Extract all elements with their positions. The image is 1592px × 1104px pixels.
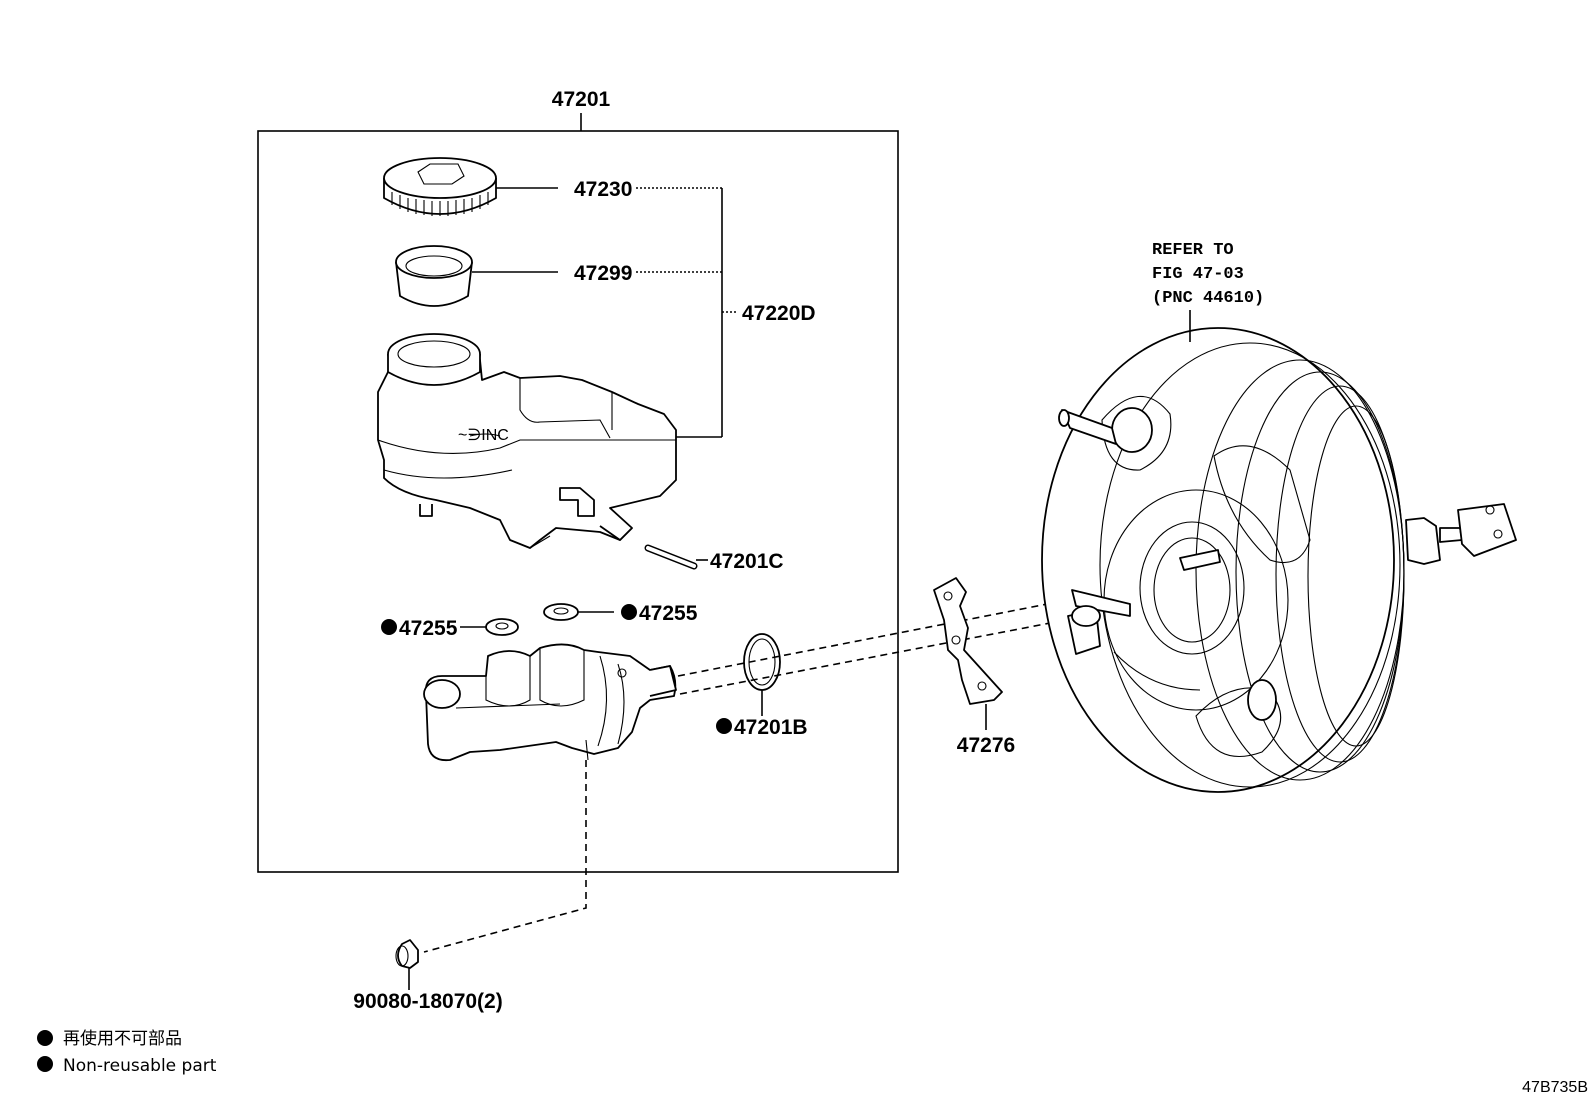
strainer-label[interactable]: 47299 (574, 262, 632, 285)
assembly-label[interactable]: 47201 (552, 88, 611, 111)
legend: 再使用不可部品 Non-reusable part (37, 1028, 217, 1076)
grommet-left-label[interactable]: 47255 (399, 617, 458, 640)
brake-booster-part[interactable] (1041, 327, 1517, 793)
grommet-right-label[interactable]: 47255 (639, 602, 698, 625)
cap-label[interactable]: 47230 (574, 178, 632, 201)
reservoir-part[interactable]: ~∋INC (377, 333, 677, 549)
legend-english: Non-reusable part (63, 1056, 217, 1076)
plug-part[interactable] (395, 939, 419, 969)
gasket-part[interactable] (933, 577, 1003, 705)
master-cylinder-part[interactable] (423, 643, 677, 762)
booster-ref-line2[interactable]: FIG 47-03 (1152, 265, 1244, 284)
grommet-left-part[interactable] (485, 618, 519, 636)
assembly-frame: 47201 (257, 88, 899, 873)
non-reusable-mark-right (621, 604, 637, 620)
legend-dot-japanese (37, 1030, 53, 1046)
svg-text:~∋INC: ~∋INC (458, 427, 509, 444)
reservoir-label[interactable]: 47220D (742, 302, 816, 325)
pin-label[interactable]: 47201C (710, 550, 784, 573)
legend-dot-english (37, 1056, 53, 1072)
grommet-right-part[interactable] (543, 603, 579, 621)
booster-ref-line1[interactable]: REFER TO (1152, 241, 1234, 260)
gasket-label[interactable]: 47276 (957, 734, 1015, 757)
plug-label[interactable]: 90080-18070(2) (353, 990, 502, 1013)
figure-code: 47B735B (1522, 1079, 1588, 1096)
reservoir-cap-part[interactable] (383, 157, 497, 216)
assembly-dashed-lines (423, 599, 1069, 953)
non-reusable-mark-left (381, 619, 397, 635)
non-reusable-mark-oring (716, 718, 732, 734)
strainer-part[interactable] (395, 245, 473, 307)
o-ring-label[interactable]: 47201B (734, 716, 808, 739)
booster-ref-line3[interactable]: (PNC 44610) (1152, 289, 1264, 308)
pin-part[interactable] (644, 544, 698, 570)
legend-japanese: 再使用不可部品 (63, 1028, 182, 1049)
